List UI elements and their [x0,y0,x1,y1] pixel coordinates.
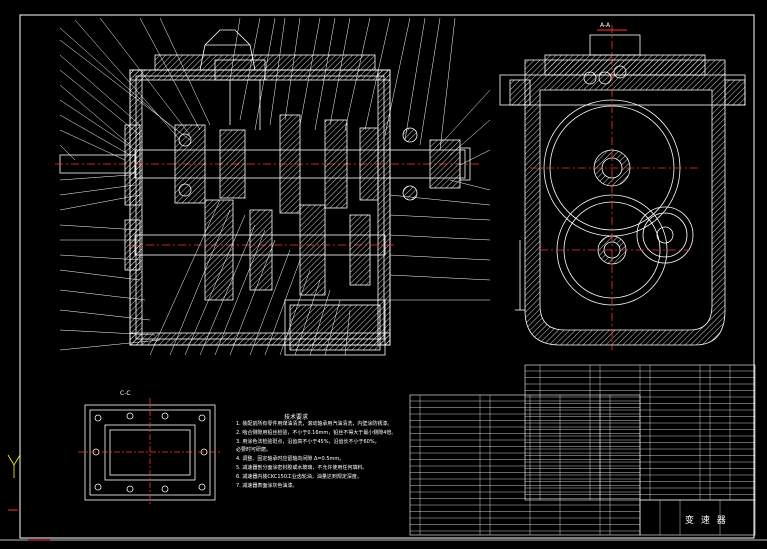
section-marks [8,29,627,541]
main-section-view [55,29,480,356]
leader-lines-bottom [149,199,351,356]
tech-note: 3. 用涂色法检验斑点，沿齿高不小于45%，沿齿长不小于60%， [236,439,380,445]
datum-symbol [7,454,21,478]
tech-note: 4. 调整、固定轴承时应留轴向间隙 Δ=0.5mm。 [236,456,345,462]
cover-plate-view [78,398,222,505]
leader-lines-left [59,27,191,351]
tech-note: 必要时可研磨。 [236,447,272,453]
top-section-label: A-A [600,22,611,29]
drawing-border [19,14,755,539]
parts-list-rows [410,365,755,535]
leader-lines-top [74,17,456,151]
tech-notes-title: 技术要求 [284,414,309,421]
leader-lines-right [385,89,491,301]
tech-note: 6. 减速器内装CKC150工业齿轮油，油量达到规定深度。 [236,474,362,480]
tech-note: 1. 装配前所有零件用煤油清洗，滚动轴承用汽油清洗，内壁涂防锈漆。 [236,421,393,427]
tech-note: 2. 啮合侧隙用铅丝检验，不小于0.16mm，铅丝不得大于最小侧隙4倍。 [236,430,397,436]
side-view [499,25,746,350]
tech-note: 5. 减速器剖分面涂密封胶或水玻璃，不允许使用任何填料。 [236,465,368,471]
title-block-name: 变 速 器 [685,516,728,526]
section-label: C-C [120,390,131,397]
tech-note: 7. 减速器表面涂灰色油漆。 [236,483,298,489]
